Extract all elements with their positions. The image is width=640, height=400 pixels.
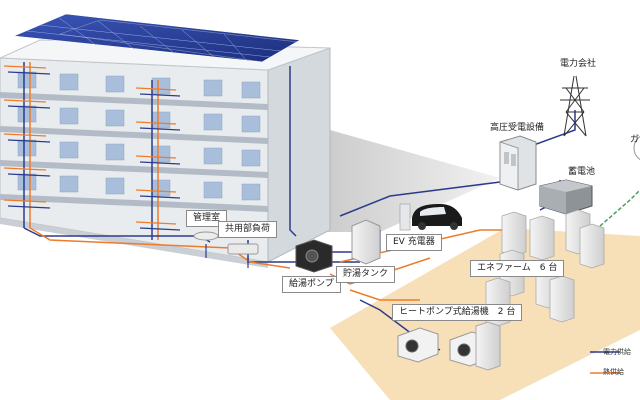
gas-partial-label: ガ <box>630 135 640 145</box>
gas-supply-line <box>599 189 640 227</box>
common-load-label: 共用部負荷 <box>218 221 278 238</box>
hot-water-pump-icon <box>295 239 333 273</box>
power-tower-icon <box>560 75 590 137</box>
ev-car-icon <box>399 203 462 231</box>
legend-heat-label: 熱供給 <box>603 368 624 376</box>
high-voltage-cabinet-icon <box>499 135 537 191</box>
heat-pump-label: ヒートポンプ式給湯機 2 台 <box>392 304 523 321</box>
battery-label: 蓄電池 <box>568 167 596 177</box>
heat-pump-unit-icon <box>397 321 501 371</box>
hot-water-pump-label: 給湯ポンプ <box>282 276 341 293</box>
solar-panel-icon <box>13 13 318 65</box>
apartment-building <box>0 39 331 268</box>
power-company-label: 電力会社 <box>560 59 597 69</box>
enefarm-label: エネファーム 6 台 <box>470 260 565 277</box>
building-internal-lines <box>3 62 181 240</box>
management-room-device-icon <box>193 231 219 241</box>
high-voltage-label: 高圧受電設備 <box>490 123 545 133</box>
building-shadow <box>300 130 500 232</box>
storage-tank-icon <box>351 219 381 265</box>
gas-icon <box>633 135 640 161</box>
battery-icon <box>539 179 593 215</box>
storage-tank-label: 貯湯タンク <box>336 266 396 283</box>
legend-power-label: 電力供給 <box>603 348 631 356</box>
management-room-label: 管理室 <box>186 210 228 227</box>
ev-charger-label: EV 充電器 <box>386 234 442 251</box>
common-load-device-icon <box>227 243 259 255</box>
